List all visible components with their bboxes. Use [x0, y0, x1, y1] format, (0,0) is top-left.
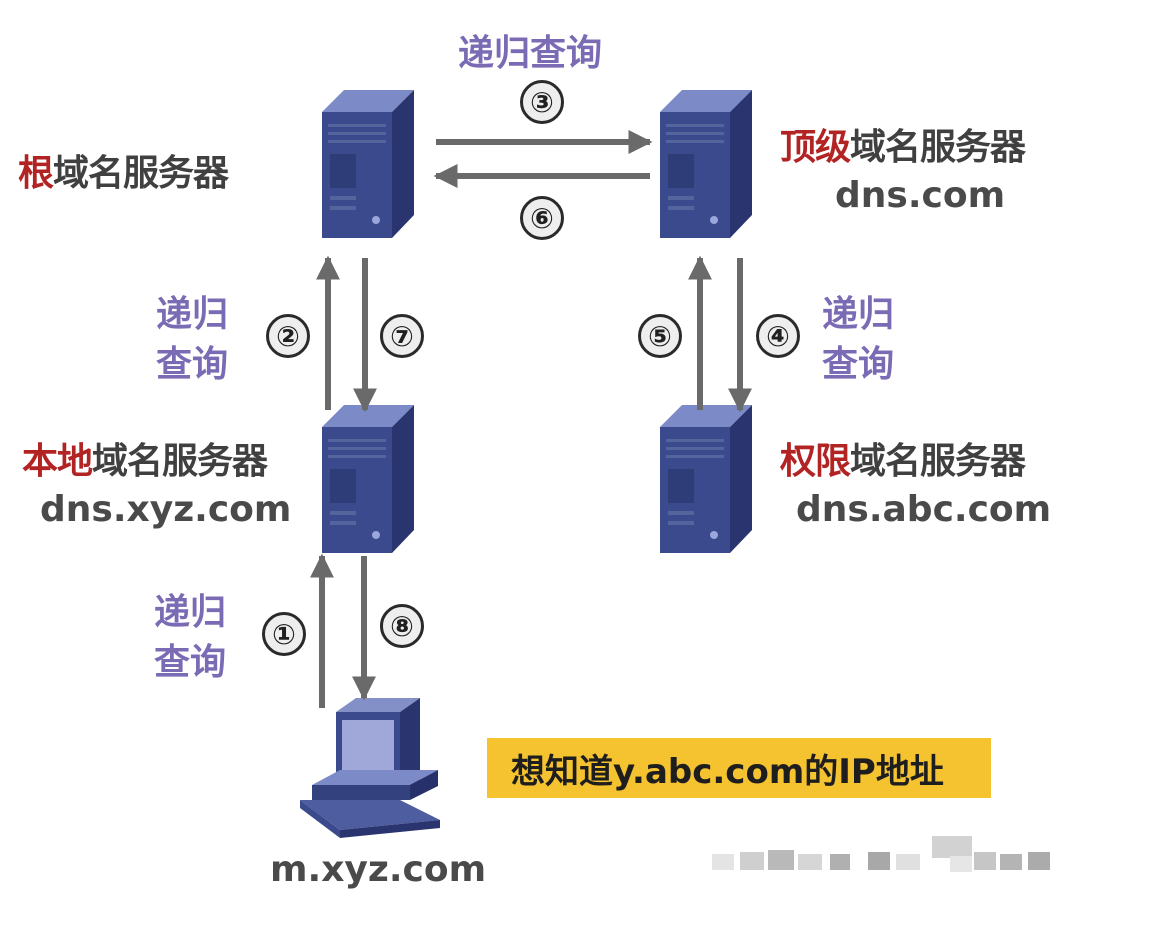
local-server-host: dns.xyz.com — [40, 489, 292, 530]
step-6-badge: ⑥ — [520, 196, 564, 240]
step-7-badge: ⑦ — [380, 314, 424, 358]
step-4-badge: ④ — [756, 314, 800, 358]
local-server-icon — [322, 405, 414, 553]
root-server-icon — [322, 90, 414, 238]
tld-server-icon — [660, 90, 752, 238]
authoritative-server-host: dns.abc.com — [796, 489, 1052, 530]
step-1-badge: ① — [262, 612, 306, 656]
tld-server-label: 顶级域名服务器 — [780, 127, 1026, 168]
client-host: m.xyz.com — [270, 849, 487, 890]
local-server-label: 本地域名服务器 — [22, 441, 268, 482]
authoritative-server-label: 权限域名服务器 — [780, 441, 1026, 482]
blurred-watermark — [712, 836, 1050, 872]
authoritative-server-icon — [660, 405, 752, 553]
query-label-top: 递归查询 — [458, 33, 603, 74]
root-server-label: 根域名服务器 — [18, 153, 229, 194]
query-label-right: 递归 查询 — [822, 294, 895, 385]
client-computer-icon — [300, 698, 440, 838]
step-8-badge: ⑧ — [380, 604, 424, 648]
query-goal-callout: 想知道y.abc.com的IP地址 — [487, 738, 991, 798]
step-3-badge: ③ — [520, 80, 564, 124]
query-label-left-upper: 递归 查询 — [156, 294, 229, 385]
step-2-badge: ② — [266, 314, 310, 358]
step-5-badge: ⑤ — [638, 314, 682, 358]
query-label-left-lower: 递归 查询 — [154, 592, 227, 683]
tld-server-host: dns.com — [835, 175, 1006, 216]
